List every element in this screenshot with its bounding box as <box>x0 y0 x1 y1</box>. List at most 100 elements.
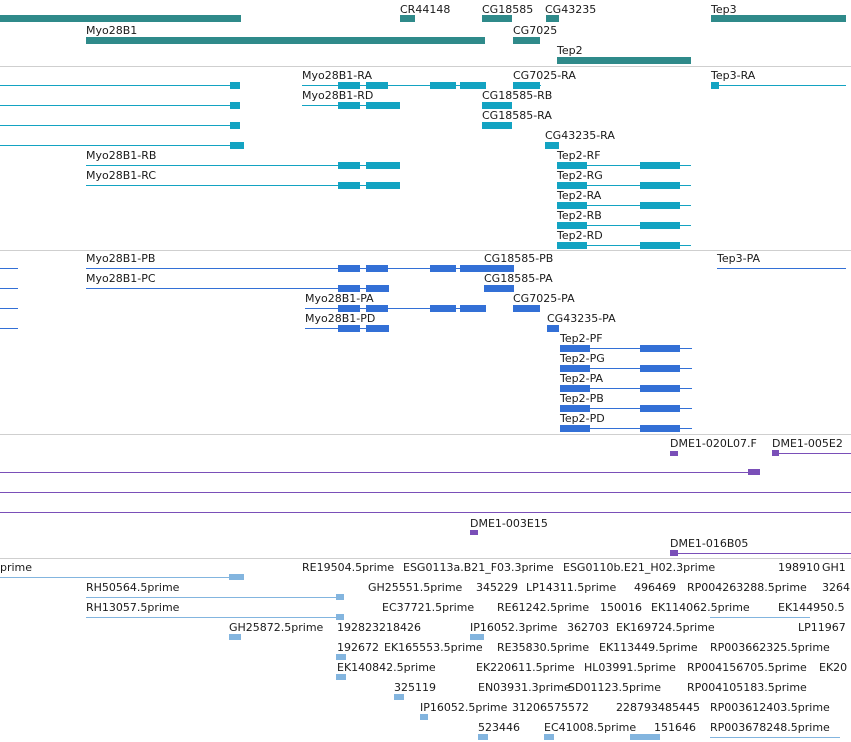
transcript-line[interactable] <box>86 268 486 269</box>
est-label[interactable]: RP003612403.5prime <box>710 701 830 714</box>
gene-feature[interactable] <box>711 15 846 22</box>
est-label[interactable]: RP004156705.5prime <box>687 661 807 674</box>
est-label[interactable]: 496469 <box>634 581 676 594</box>
est-label[interactable]: GH1 <box>822 561 846 574</box>
est-label[interactable]: RP003678248.5prime <box>710 721 830 734</box>
est-label[interactable]: ESG0110b.E21_H02.3prime <box>563 561 716 574</box>
est-label[interactable]: RH50564.5prime <box>86 581 180 594</box>
transcript-line[interactable] <box>0 328 18 329</box>
exon[interactable] <box>482 122 512 129</box>
est-label[interactable]: SD01123.5prime <box>568 681 661 694</box>
clone-feature[interactable] <box>470 530 478 535</box>
transcript-line[interactable] <box>0 125 240 126</box>
clone-line[interactable] <box>0 492 851 493</box>
est-label[interactable]: EN03931.3prime <box>478 681 571 694</box>
est-label[interactable]: 31206575572 <box>512 701 589 714</box>
est-label[interactable]: 192823218426 <box>337 621 421 634</box>
est-label[interactable]: EK140842.5prime <box>337 661 436 674</box>
est-label[interactable]: EK220611.5prime <box>476 661 575 674</box>
transcript-label[interactable]: CG18585-PA <box>484 272 553 285</box>
est-label[interactable]: HL03991.5prime <box>584 661 676 674</box>
exon[interactable] <box>513 305 540 312</box>
transcript-label[interactable]: Tep2-RD <box>557 229 603 242</box>
transcript-label[interactable]: Tep3-RA <box>711 69 756 82</box>
transcript-line[interactable] <box>560 428 692 429</box>
est-label[interactable]: GH25872.5prime <box>229 621 324 634</box>
gene-label[interactable]: Tep2 <box>557 44 583 57</box>
transcript-label[interactable]: CG7025-PA <box>513 292 575 305</box>
est-label[interactable]: RE61242.5prime <box>497 601 590 614</box>
transcript-label[interactable]: Myo28B1-RA <box>302 69 372 82</box>
est-label[interactable]: 198910 <box>778 561 820 574</box>
est-label[interactable]: RP004105183.5prime <box>687 681 807 694</box>
est-label[interactable]: 151646 <box>654 721 696 734</box>
est-label[interactable]: 345229 <box>476 581 518 594</box>
est-label[interactable]: EC37721.5prime <box>382 601 475 614</box>
transcript-label[interactable]: Tep2-PB <box>560 392 604 405</box>
transcript-label[interactable]: Tep2-PF <box>560 332 603 345</box>
exon[interactable] <box>484 265 514 272</box>
transcript-label[interactable]: Tep2-RA <box>557 189 602 202</box>
transcript-label[interactable]: CG18585-PB <box>484 252 554 265</box>
transcript-line[interactable] <box>557 185 691 186</box>
transcript-line[interactable] <box>86 185 400 186</box>
est-label[interactable]: GH25551.5prime <box>368 581 463 594</box>
transcript-label[interactable]: CG7025-RA <box>513 69 576 82</box>
transcript-line[interactable] <box>86 165 400 166</box>
est-label[interactable]: 228793485445 <box>616 701 700 714</box>
clone-feature[interactable] <box>670 451 678 456</box>
transcript-label[interactable]: Myo28B1-PD <box>305 312 376 325</box>
est-label[interactable]: RP003662325.5prime <box>710 641 830 654</box>
transcript-line[interactable] <box>0 85 240 86</box>
transcript-label[interactable]: Myo28B1-PC <box>86 272 156 285</box>
transcript-line[interactable] <box>0 268 18 269</box>
est-label[interactable]: LP14311.5prime <box>526 581 617 594</box>
est-label[interactable]: EK20 <box>819 661 848 674</box>
transcript-label[interactable]: Tep2-PD <box>560 412 605 425</box>
transcript-line[interactable] <box>557 225 691 226</box>
est-label[interactable]: RE35830.5prime <box>497 641 590 654</box>
est-line[interactable] <box>710 617 810 618</box>
est-label[interactable]: IP16052.3prime <box>470 621 558 634</box>
est-label[interactable]: IP16052.5prime <box>420 701 508 714</box>
gene-label[interactable]: CG18585 <box>482 3 534 16</box>
clone-line[interactable] <box>0 512 851 513</box>
transcript-line[interactable] <box>0 308 18 309</box>
gene-label[interactable]: Myo28B1 <box>86 24 138 37</box>
transcript-line[interactable] <box>557 165 691 166</box>
transcript-line[interactable] <box>0 105 240 106</box>
est-line[interactable] <box>710 737 840 738</box>
transcript-label[interactable]: Myo28B1-RD <box>302 89 374 102</box>
est-label[interactable]: 325119 <box>394 681 436 694</box>
gene-feature[interactable] <box>557 57 691 64</box>
est-label[interactable]: RP004263288.5prime <box>687 581 807 594</box>
transcript-label[interactable]: Tep3-PA <box>717 252 761 265</box>
transcript-line[interactable] <box>560 348 692 349</box>
transcript-line[interactable] <box>0 145 244 146</box>
est-label[interactable]: 523446 <box>478 721 520 734</box>
gene-feature[interactable] <box>86 37 485 44</box>
transcript-line[interactable] <box>302 85 486 86</box>
clone-line[interactable] <box>0 472 760 473</box>
transcript-label[interactable]: Tep2-RG <box>557 169 603 182</box>
transcript-label[interactable]: CG18585-RA <box>482 109 552 122</box>
transcript-label[interactable]: CG18585-RB <box>482 89 553 102</box>
clone-line[interactable] <box>772 453 851 454</box>
transcript-line[interactable] <box>86 288 389 289</box>
est-label[interactable]: 150016 <box>600 601 642 614</box>
transcript-label[interactable]: Tep2-PA <box>560 372 604 385</box>
transcript-label[interactable]: Myo28B1-PB <box>86 252 156 265</box>
transcript-line[interactable] <box>557 205 691 206</box>
transcript-line[interactable] <box>560 368 692 369</box>
transcript-line[interactable] <box>0 288 18 289</box>
est-label[interactable]: RE19504.5prime <box>302 561 395 574</box>
est-line[interactable] <box>0 577 244 578</box>
transcript-label[interactable]: Tep2-RF <box>557 149 601 162</box>
est-label[interactable]: EK113449.5prime <box>599 641 698 654</box>
est-label[interactable]: EK165553.5prime <box>384 641 483 654</box>
transcript-label[interactable]: Tep2-PG <box>560 352 605 365</box>
gene-feature[interactable] <box>482 15 512 22</box>
est-label[interactable]: EK114062.5prime <box>651 601 750 614</box>
est-label[interactable]: prime <box>0 561 33 574</box>
exon[interactable] <box>547 325 559 332</box>
